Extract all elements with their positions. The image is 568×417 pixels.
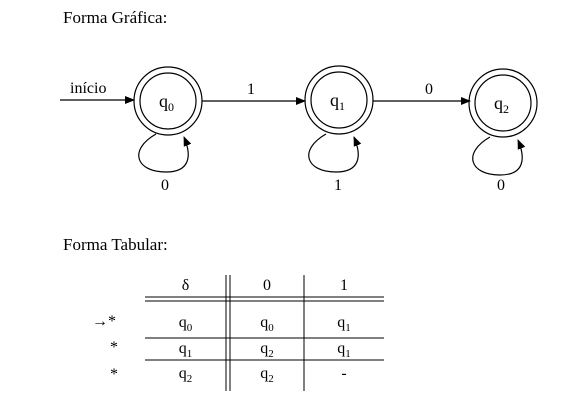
svg-text:q1: q1 [330,90,345,113]
state-q2-sub: 2 [503,102,509,116]
table-header-delta: δ [181,277,190,294]
state-q1-sub: 1 [339,99,345,113]
state-q1: q1 [304,65,374,135]
row-marker-q2: * [110,366,118,383]
state-q2-base: q [494,93,503,113]
table-cell: q2 [178,365,193,386]
transition-q0-q1-label: 1 [247,81,255,98]
loop-q1 [308,133,362,173]
state-q0-base: q [159,91,168,111]
loop-q2 [472,136,526,176]
row-marker-q1: * [110,339,118,356]
transition-q1-q2-label: 0 [425,81,433,98]
automaton-diagram: início q0 1 q1 0 q2 0 1 0 [60,65,538,194]
loop-q1-label: 1 [334,177,342,194]
table-cell: q1 [337,340,351,361]
loop-q2-label: 0 [497,177,505,194]
table-cell: q0 [178,314,193,335]
tabular-form-title: Forma Tabular: [63,235,168,254]
table-cell-empty: - [341,365,347,382]
table-cell: q1 [337,314,351,335]
table-header-1: 1 [340,277,348,294]
table-cell: q1 [178,340,193,361]
row-marker-q0: →* [92,313,116,330]
table-header-0: 0 [263,277,271,294]
start-label: início [70,80,106,97]
state-q0-sub: 0 [168,100,174,114]
loop-q0-label: 0 [161,177,169,194]
table-cell: q0 [260,314,274,335]
state-q2: q2 [468,68,538,138]
table-cell: q2 [260,340,274,361]
table-cell: q2 [260,365,274,386]
svg-text:q0: q0 [159,91,174,114]
svg-text:q2: q2 [494,93,509,116]
graphic-form-title: Forma Gráfica: [63,8,168,27]
state-q1-base: q [330,90,339,110]
loop-q0 [138,133,192,173]
